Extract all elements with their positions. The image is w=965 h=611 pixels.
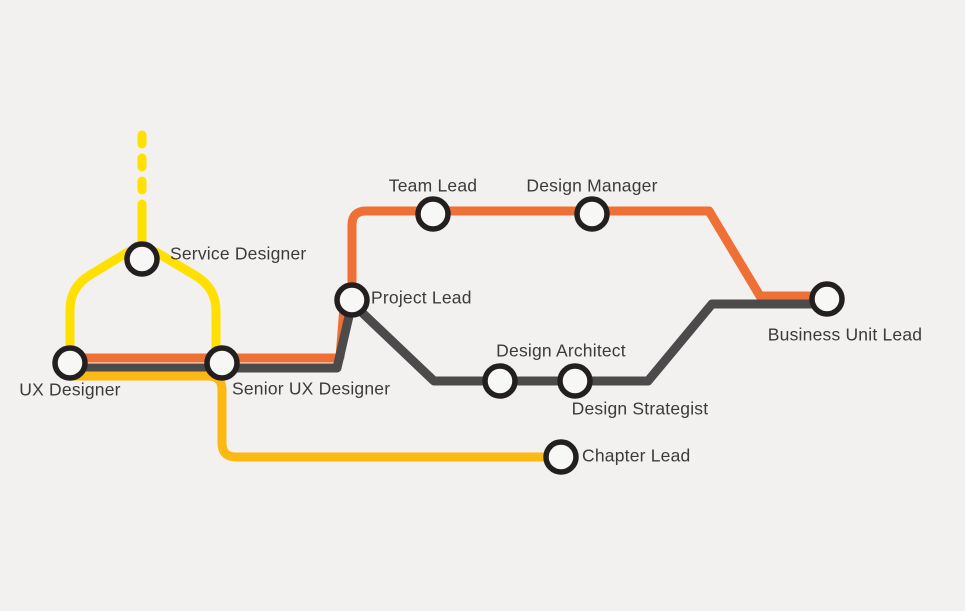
station-node-design-architect[interactable] <box>482 363 518 399</box>
station-label-design-strategist: Design Strategist <box>572 399 709 419</box>
station-label-project-lead: Project Lead <box>371 288 472 308</box>
station-label-design-manager: Design Manager <box>526 176 657 196</box>
station-label-ux-designer: UX Designer <box>19 380 120 400</box>
metro-stations-group <box>52 196 845 475</box>
station-label-design-architect: Design Architect <box>496 341 626 361</box>
station-label-team-lead: Team Lead <box>389 176 477 196</box>
metro-line-gray-line <box>65 298 832 386</box>
station-label-business-unit-lead: Business Unit Lead <box>768 325 922 345</box>
station-label-chapter-lead: Chapter Lead <box>582 446 690 466</box>
station-node-ux-designer[interactable] <box>52 345 88 381</box>
station-node-team-lead[interactable] <box>415 196 451 232</box>
station-node-design-strategist[interactable] <box>557 363 593 399</box>
station-node-business-unit-lead[interactable] <box>809 281 845 317</box>
station-node-design-manager[interactable] <box>574 196 610 232</box>
station-label-senior-ux-designer: Senior UX Designer <box>232 379 390 399</box>
station-node-senior-ux-designer[interactable] <box>204 345 240 381</box>
metro-line-yellow-arch <box>65 247 221 368</box>
station-node-project-lead[interactable] <box>334 282 370 318</box>
station-node-service-designer[interactable] <box>124 241 160 277</box>
station-label-service-designer: Service Designer <box>170 244 306 264</box>
station-node-chapter-lead[interactable] <box>543 439 579 475</box>
